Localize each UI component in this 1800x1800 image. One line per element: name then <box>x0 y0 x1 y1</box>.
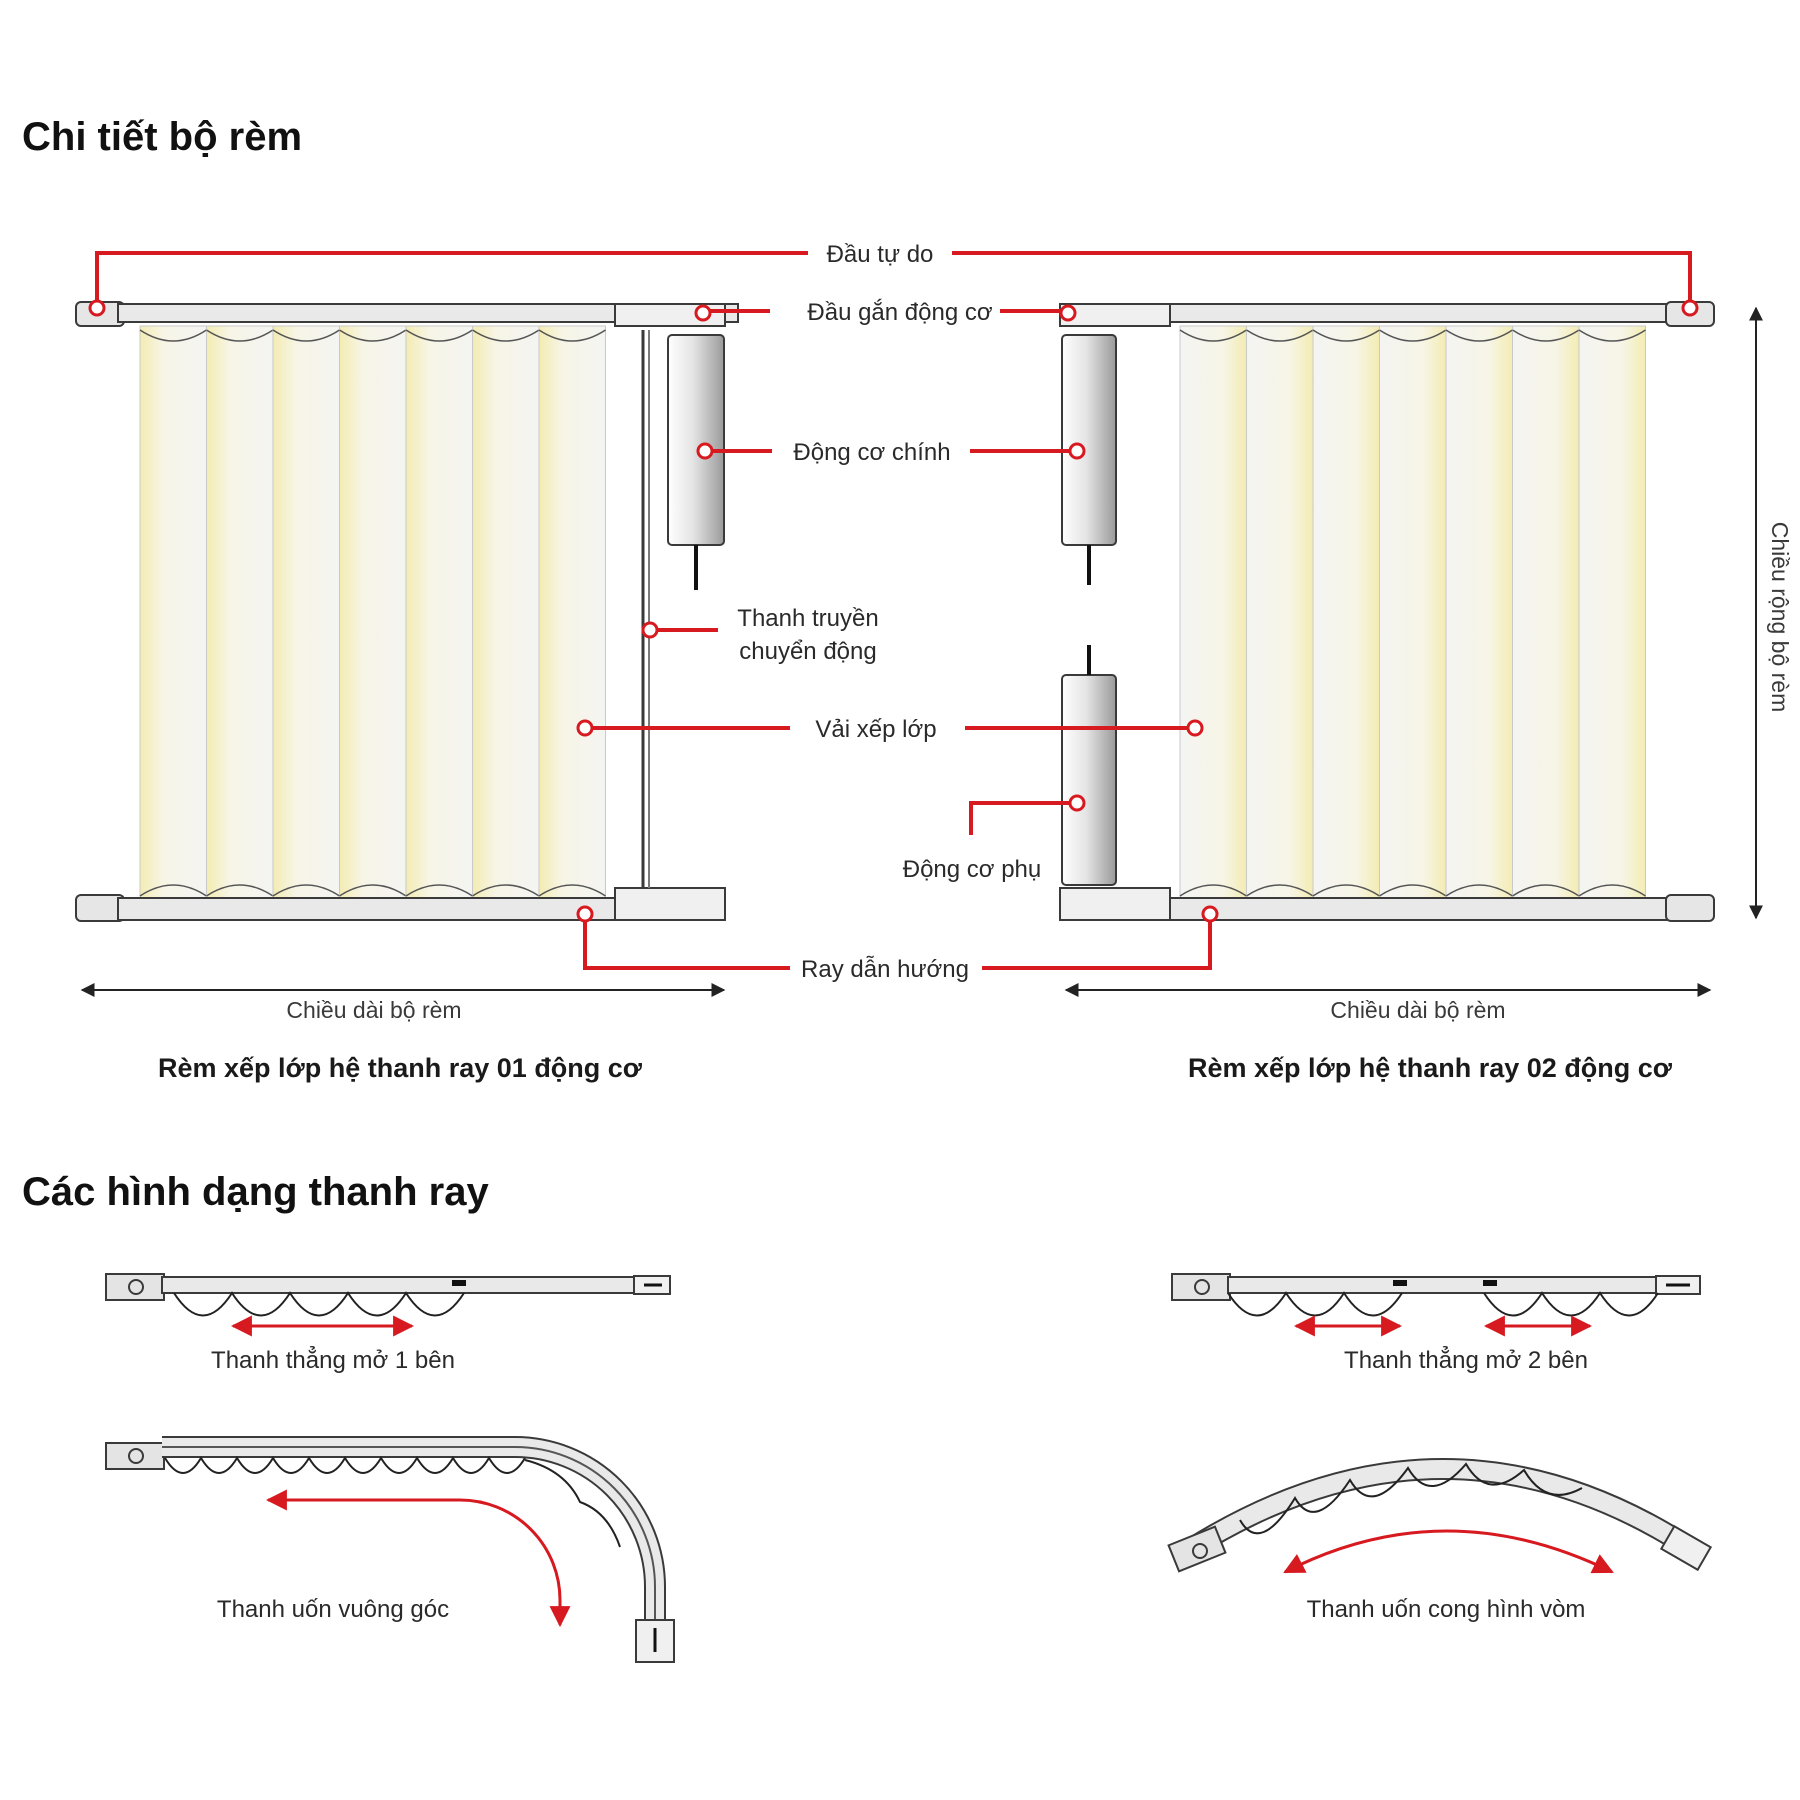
label-arch: Thanh uốn cong hình vòm <box>1307 1596 1586 1623</box>
bottom-mount-right <box>1059 887 1171 921</box>
section-title-details: Chi tiết bộ rèm <box>22 115 302 159</box>
pleat-bottom-fold <box>1246 884 1314 897</box>
pleat <box>538 325 606 899</box>
rail-right-angle <box>105 1436 675 1663</box>
pleat <box>1379 325 1447 899</box>
label-straight-two-side: Thanh thẳng mở 2 bên <box>1344 1345 1588 1374</box>
label-length-right: Chiều dài bộ rèm <box>1330 997 1505 1023</box>
label-length-left: Chiều dài bộ rèm <box>286 997 461 1023</box>
pleat <box>1246 325 1314 899</box>
label-straight-one-side: Thanh thẳng mở 1 bên <box>211 1345 455 1374</box>
curtain-one-motor <box>75 301 739 922</box>
pleat-bottom-fold <box>206 884 274 897</box>
label-drive-bar-2: chuyển động <box>739 638 876 665</box>
end-cap-bottom-right <box>1665 894 1715 922</box>
label-right-angle: Thanh uốn vuông góc <box>217 1596 449 1623</box>
pleat <box>1312 325 1380 899</box>
pleat-top-fold <box>206 329 274 342</box>
pleat-top-fold <box>1512 329 1580 342</box>
label-width: Chiều rộng bộ rèm <box>1767 522 1793 713</box>
pleat-bottom-fold <box>1512 884 1580 897</box>
pleat <box>1445 325 1513 899</box>
pleat <box>139 325 207 899</box>
pleat-bottom-fold <box>1578 884 1646 897</box>
end-cap-bottom-left <box>75 894 125 922</box>
pleat <box>272 325 340 899</box>
callouts <box>95 251 1692 970</box>
pleat-bottom-fold <box>272 884 340 897</box>
pleat-top-fold <box>405 329 473 342</box>
pleat-bottom-fold <box>339 884 407 897</box>
pleat-top-fold <box>272 329 340 342</box>
pleat-bottom-fold <box>1312 884 1380 897</box>
pleat-top-fold <box>339 329 407 342</box>
label-motor-mount: Đầu gắn động cơ <box>807 299 992 326</box>
pleat <box>1179 325 1247 899</box>
aux-motor <box>1061 674 1117 886</box>
motor-mount-top-right <box>1059 303 1171 327</box>
pleated-fabric-right <box>1179 325 1646 899</box>
pleat-top-fold <box>139 329 207 342</box>
pleat-top-fold <box>1246 329 1314 342</box>
pleat-top-fold <box>1578 329 1646 342</box>
pleat <box>472 325 540 899</box>
subtitle-two-motor: Rèm xếp lớp hệ thanh ray 02 động cơ <box>1188 1053 1673 1083</box>
callout-dots <box>88 299 1699 923</box>
pleat-bottom-fold <box>1379 884 1447 897</box>
pleat <box>206 325 274 899</box>
pleat-bottom-fold <box>1445 884 1513 897</box>
section-title-rail-shapes: Các hình dạng thanh ray <box>22 1170 489 1214</box>
label-main-motor: Động cơ chính <box>793 439 950 466</box>
main-motor-left <box>667 334 725 546</box>
rail-arch <box>1167 1458 1713 1574</box>
label-aux-motor: Động cơ phụ <box>903 856 1042 883</box>
label-pleated-fabric: Vải xếp lớp <box>815 716 936 743</box>
main-motor-right <box>1061 334 1117 546</box>
pleat <box>405 325 473 899</box>
pleat-bottom-fold <box>1179 884 1247 897</box>
pleat <box>339 325 407 899</box>
rail-straight-two-side <box>1171 1273 1701 1337</box>
pleat-top-fold <box>472 329 540 342</box>
pleat-top-fold <box>538 329 606 342</box>
subtitle-one-motor: Rèm xếp lớp hệ thanh ray 01 động cơ <box>158 1053 643 1083</box>
pleat-top-fold <box>1379 329 1447 342</box>
pleat <box>1578 325 1646 899</box>
pleat-top-fold <box>1179 329 1247 342</box>
label-free-end: Đầu tự do <box>827 241 934 268</box>
label-guide-rail: Ray dẫn hướng <box>801 956 969 983</box>
label-drive-bar-1: Thanh truyền <box>737 605 878 632</box>
pleat-bottom-fold <box>139 884 207 897</box>
pleat-bottom-fold <box>405 884 473 897</box>
pleated-fabric-left <box>139 325 606 899</box>
rail-straight-one-side <box>105 1273 671 1337</box>
pleat-bottom-fold <box>472 884 540 897</box>
pleat-bottom-fold <box>538 884 606 897</box>
pleat-top-fold <box>1445 329 1513 342</box>
bottom-mount-left <box>614 887 726 921</box>
pleat <box>1512 325 1580 899</box>
curtain-two-motor <box>1059 301 1715 922</box>
pleat-top-fold <box>1312 329 1380 342</box>
